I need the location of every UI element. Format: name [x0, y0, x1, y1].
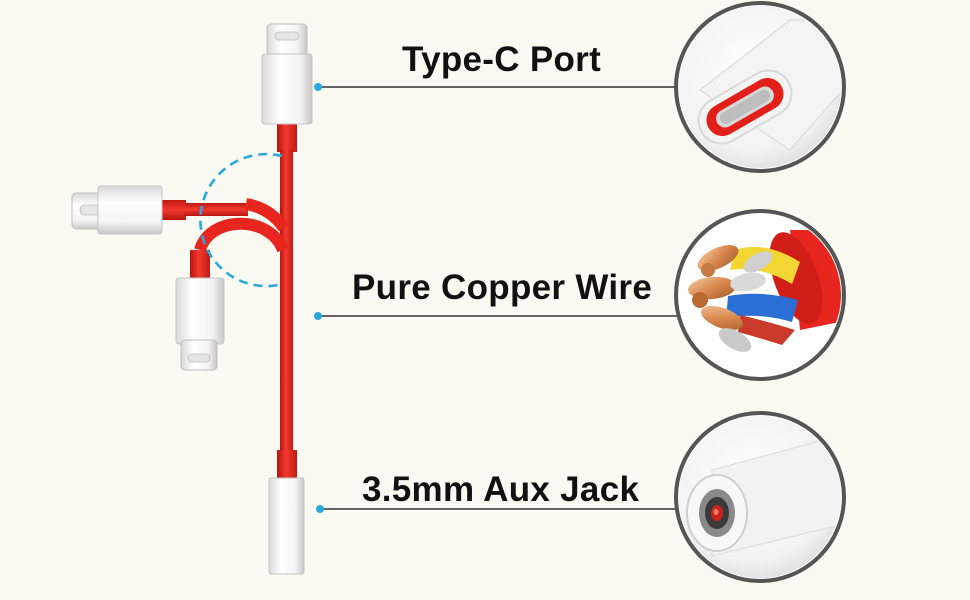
type-c-connector-left — [71, 185, 163, 235]
type-c-port-label: Type-C Port — [402, 40, 602, 79]
leader-line-type-c — [314, 83, 678, 91]
aux-jack-body — [268, 477, 305, 575]
type-c-connector-lower — [175, 277, 225, 371]
copper-wire-label: Pure Copper Wire — [352, 268, 653, 307]
branch-cable-curved — [190, 217, 289, 280]
highlight-dashed-circle — [199, 152, 284, 288]
aux-jack-closeup-icon — [674, 411, 846, 583]
main-cable — [277, 122, 297, 480]
copper-wire-cross-section-icon — [674, 209, 846, 381]
aux-jack-label: 3.5mm Aux Jack — [362, 470, 640, 509]
usb-c-port-closeup-icon — [674, 1, 846, 173]
type-c-connector-top — [261, 23, 313, 125]
leader-line-copper — [314, 312, 678, 320]
leader-line-aux — [316, 505, 678, 513]
